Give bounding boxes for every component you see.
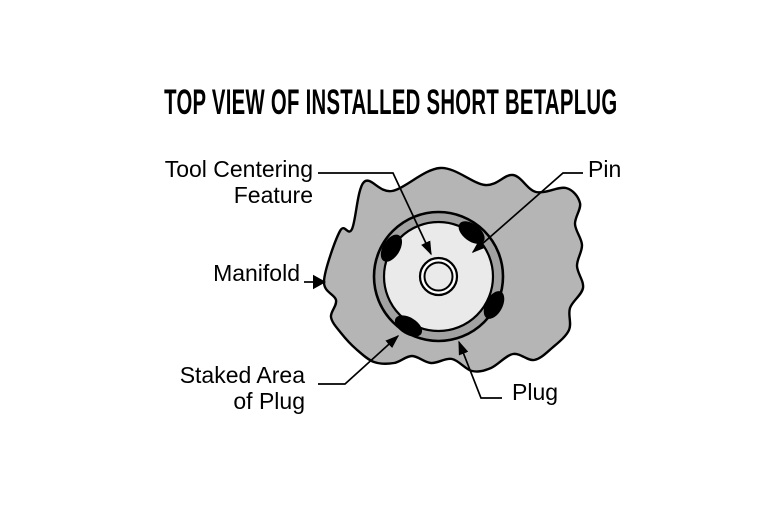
label-plug: Plug (512, 379, 559, 405)
label-manifold: Manifold (213, 260, 300, 286)
label-staked-area-line2: of Plug (233, 388, 305, 414)
staked-areas (380, 221, 505, 337)
staked-area-blob-bottom-left (394, 315, 423, 337)
label-tool-centering-line1: Tool Centering (164, 156, 313, 182)
label-pin: Pin (588, 156, 622, 182)
label-tool-centering-line2: Feature (233, 182, 313, 208)
label-staked-area: Staked Area of Plug (40, 362, 305, 414)
leader-tool-centering (318, 172, 432, 256)
diagram-title-text: TOP VIEW OF INSTALLED SHORT BETAPLUG (164, 83, 618, 122)
leader-staked-area (318, 334, 400, 385)
staked-area-blob-bottom-right (483, 291, 505, 319)
diagram-title: TOP VIEW OF INSTALLED SHORT BETAPLUG (0, 85, 780, 120)
tool-centering-ring-inner (423, 261, 454, 292)
staked-area-blob-top-left (380, 234, 403, 262)
leader-plug (458, 340, 502, 399)
leader-lines (304, 172, 583, 399)
label-tool-centering-feature: Tool Centering Feature (40, 156, 313, 208)
label-staked-area-line1: Staked Area (179, 362, 305, 388)
manifold-arrowhead-icon (313, 274, 326, 290)
staked-area-blob-top-right (458, 221, 485, 244)
leader-pin (471, 172, 583, 253)
